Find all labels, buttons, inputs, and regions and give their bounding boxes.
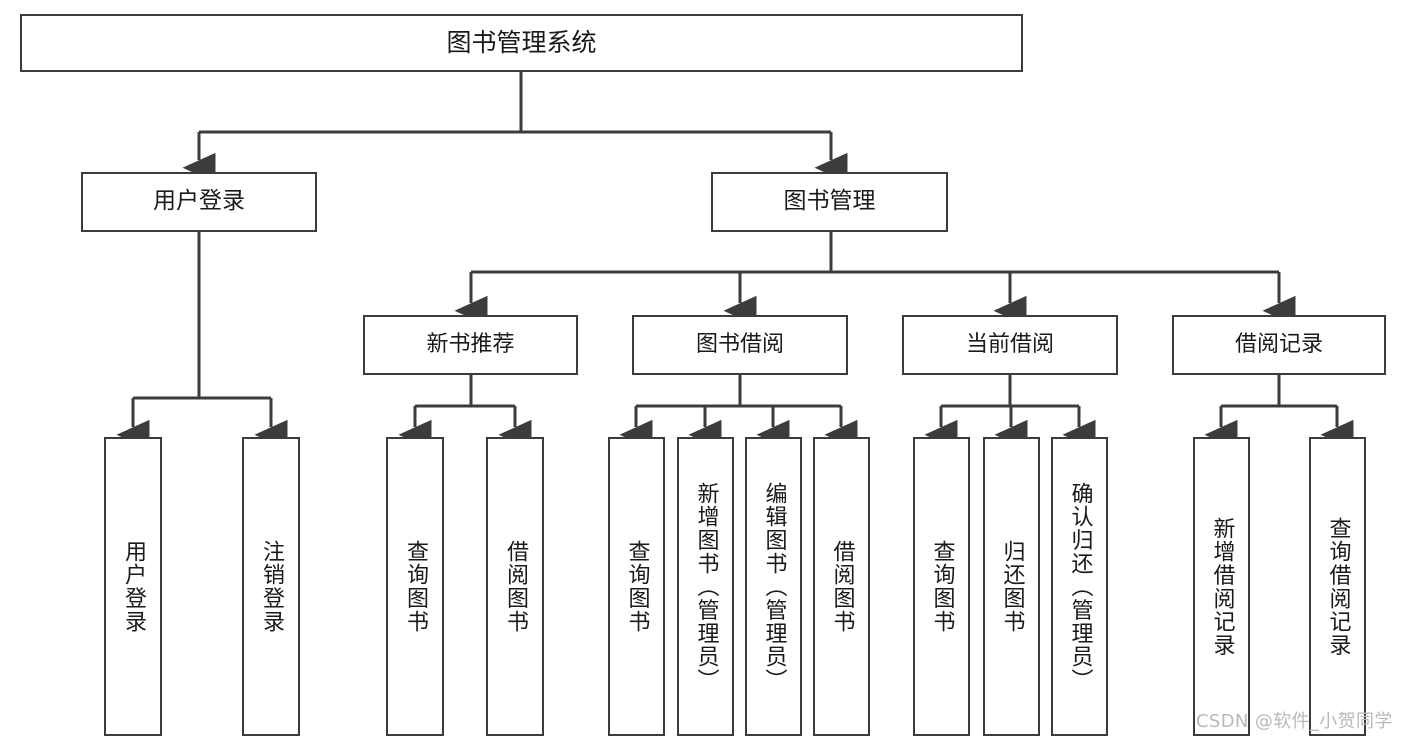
node-leaf-confirm-return-label: 确认归还（管理员） [1067,481,1093,692]
node-user-login[interactable]: 用户登录 [81,172,317,232]
node-user-login-label: 用户登录 [153,188,245,215]
node-book-borrow[interactable]: 图书借阅 [632,315,848,375]
node-leaf-add-record[interactable]: 新增借阅记录 [1193,437,1250,736]
node-leaf-borrow-book-label: 借阅图书 [829,539,855,634]
node-leaf-return-book[interactable]: 归还图书 [983,437,1040,736]
node-leaf-user-login[interactable]: 用户登录 [104,437,162,736]
node-new-book-recommend-label: 新书推荐 [426,332,515,358]
node-leaf-edit-book-label: 编辑图书（管理员） [761,481,787,692]
node-leaf-borrow-book-rec-label: 借阅图书 [502,539,528,634]
node-leaf-query-book-borrow-label: 查询图书 [624,539,650,634]
node-current-borrow[interactable]: 当前借阅 [902,315,1118,375]
node-leaf-add-record-label: 新增借阅记录 [1209,516,1235,657]
node-leaf-user-login-label: 用户登录 [120,539,146,634]
node-book-borrow-label: 图书借阅 [695,332,784,358]
node-root-label: 图书管理系统 [446,28,597,58]
node-root[interactable]: 图书管理系统 [20,14,1023,72]
node-leaf-user-logout-label: 注销登录 [258,539,284,634]
node-leaf-edit-book[interactable]: 编辑图书（管理员） [745,437,802,736]
node-leaf-confirm-return[interactable]: 确认归还（管理员） [1051,437,1108,736]
node-book-manage-label: 图书管理 [783,188,876,215]
node-borrow-record-label: 借阅记录 [1234,332,1323,358]
node-leaf-query-book-rec[interactable]: 查询图书 [386,437,444,736]
node-leaf-add-book[interactable]: 新增图书（管理员） [677,437,734,736]
node-leaf-user-logout[interactable]: 注销登录 [242,437,300,736]
csdn-watermark: CSDN @软件_小贺同学 [1196,711,1393,732]
node-leaf-query-book-borrow[interactable]: 查询图书 [608,437,665,736]
node-current-borrow-label: 当前借阅 [965,332,1054,358]
node-leaf-query-book-rec-label: 查询图书 [402,539,428,634]
node-book-manage[interactable]: 图书管理 [711,172,948,232]
node-leaf-query-record[interactable]: 查询借阅记录 [1309,437,1366,736]
node-new-book-recommend[interactable]: 新书推荐 [363,315,578,375]
node-leaf-query-book-current[interactable]: 查询图书 [913,437,970,736]
node-leaf-borrow-book-rec[interactable]: 借阅图书 [486,437,544,736]
node-leaf-query-book-current-label: 查询图书 [929,539,955,634]
node-leaf-return-book-label: 归还图书 [999,539,1025,634]
node-leaf-query-record-label: 查询借阅记录 [1325,516,1351,657]
node-borrow-record[interactable]: 借阅记录 [1172,315,1386,375]
node-leaf-add-book-label: 新增图书（管理员） [693,481,719,692]
node-leaf-borrow-book[interactable]: 借阅图书 [813,437,870,736]
